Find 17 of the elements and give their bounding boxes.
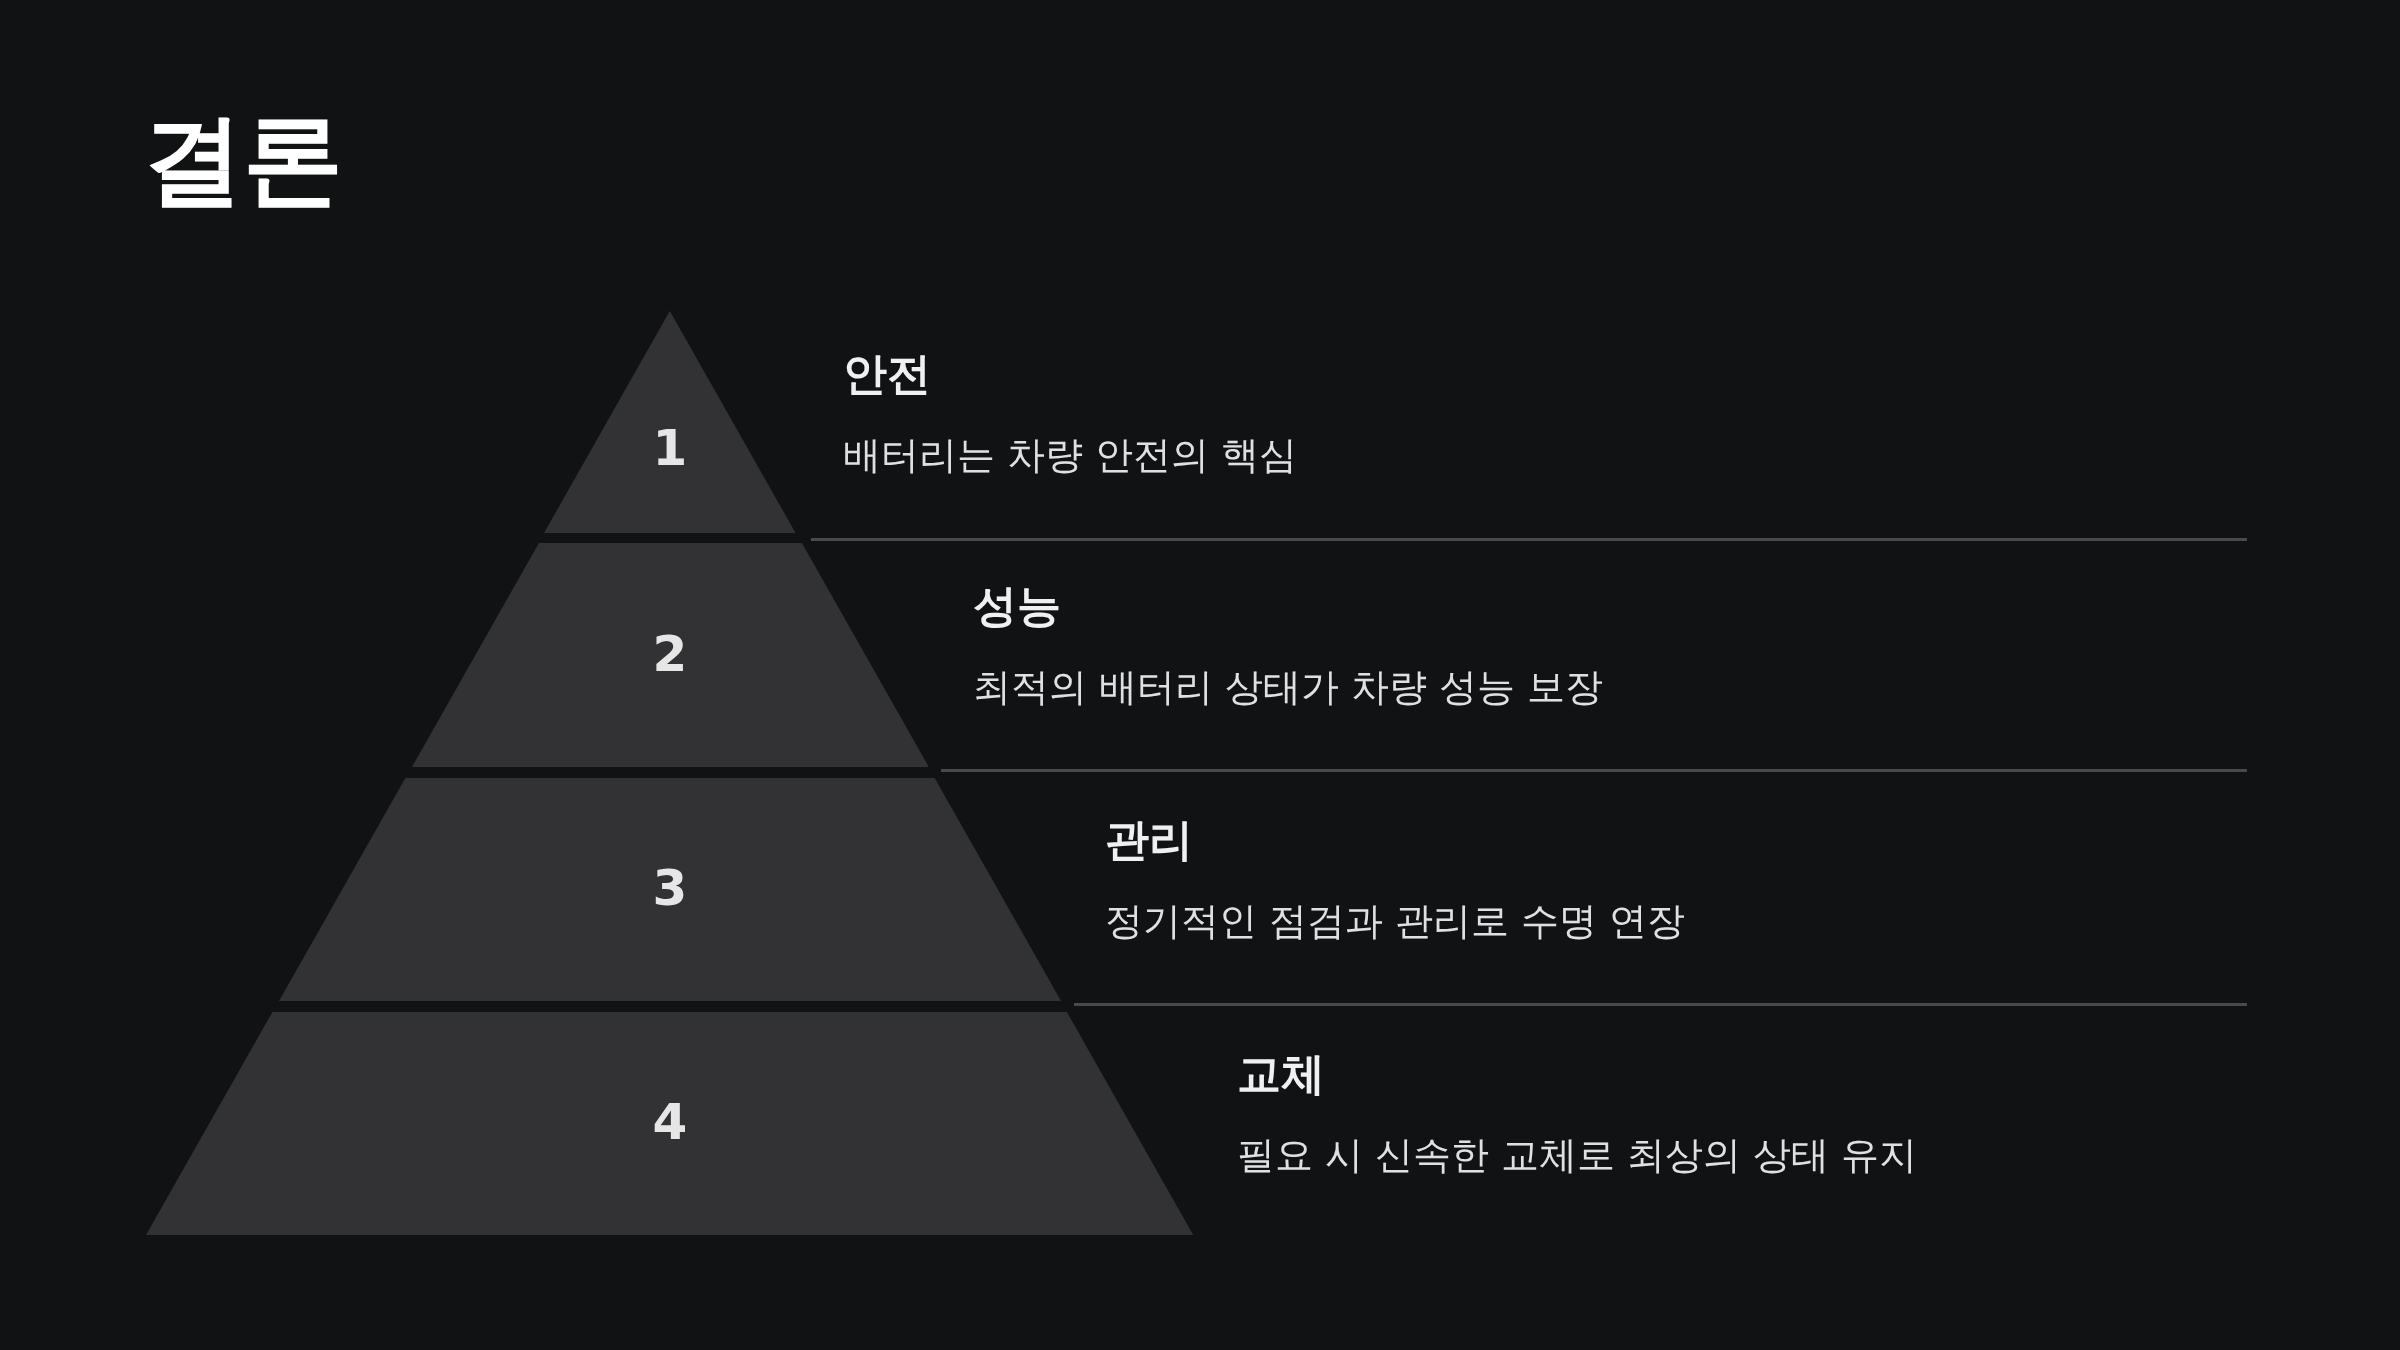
tier-number: 2 [652, 629, 688, 679]
tier-heading: 관리 [1105, 814, 1193, 867]
tier-heading: 교체 [1237, 1048, 1325, 1101]
pyramid-apex [544, 311, 796, 533]
tier-description: 필요 시 신속한 교체로 최상의 상태 유지 [1237, 1133, 1918, 1179]
slide-title: 결론 [143, 100, 343, 220]
tier-heading: 안전 [843, 348, 931, 401]
tier-description: 배터리는 차량 안전의 핵심 [843, 433, 1298, 479]
pyramid-tier [146, 1012, 1194, 1235]
tier-description: 정기적인 점검과 관리로 수명 연장 [1105, 899, 1686, 945]
pyramid-tier [278, 778, 1061, 1001]
tier-number: 1 [652, 423, 688, 473]
tier-heading: 성능 [973, 580, 1061, 633]
tier-number: 4 [652, 1097, 688, 1147]
pyramid-tier [411, 543, 929, 767]
tier-number: 3 [652, 863, 688, 913]
tier-description: 최적의 배터리 상태가 차량 성능 보장 [973, 665, 1604, 711]
